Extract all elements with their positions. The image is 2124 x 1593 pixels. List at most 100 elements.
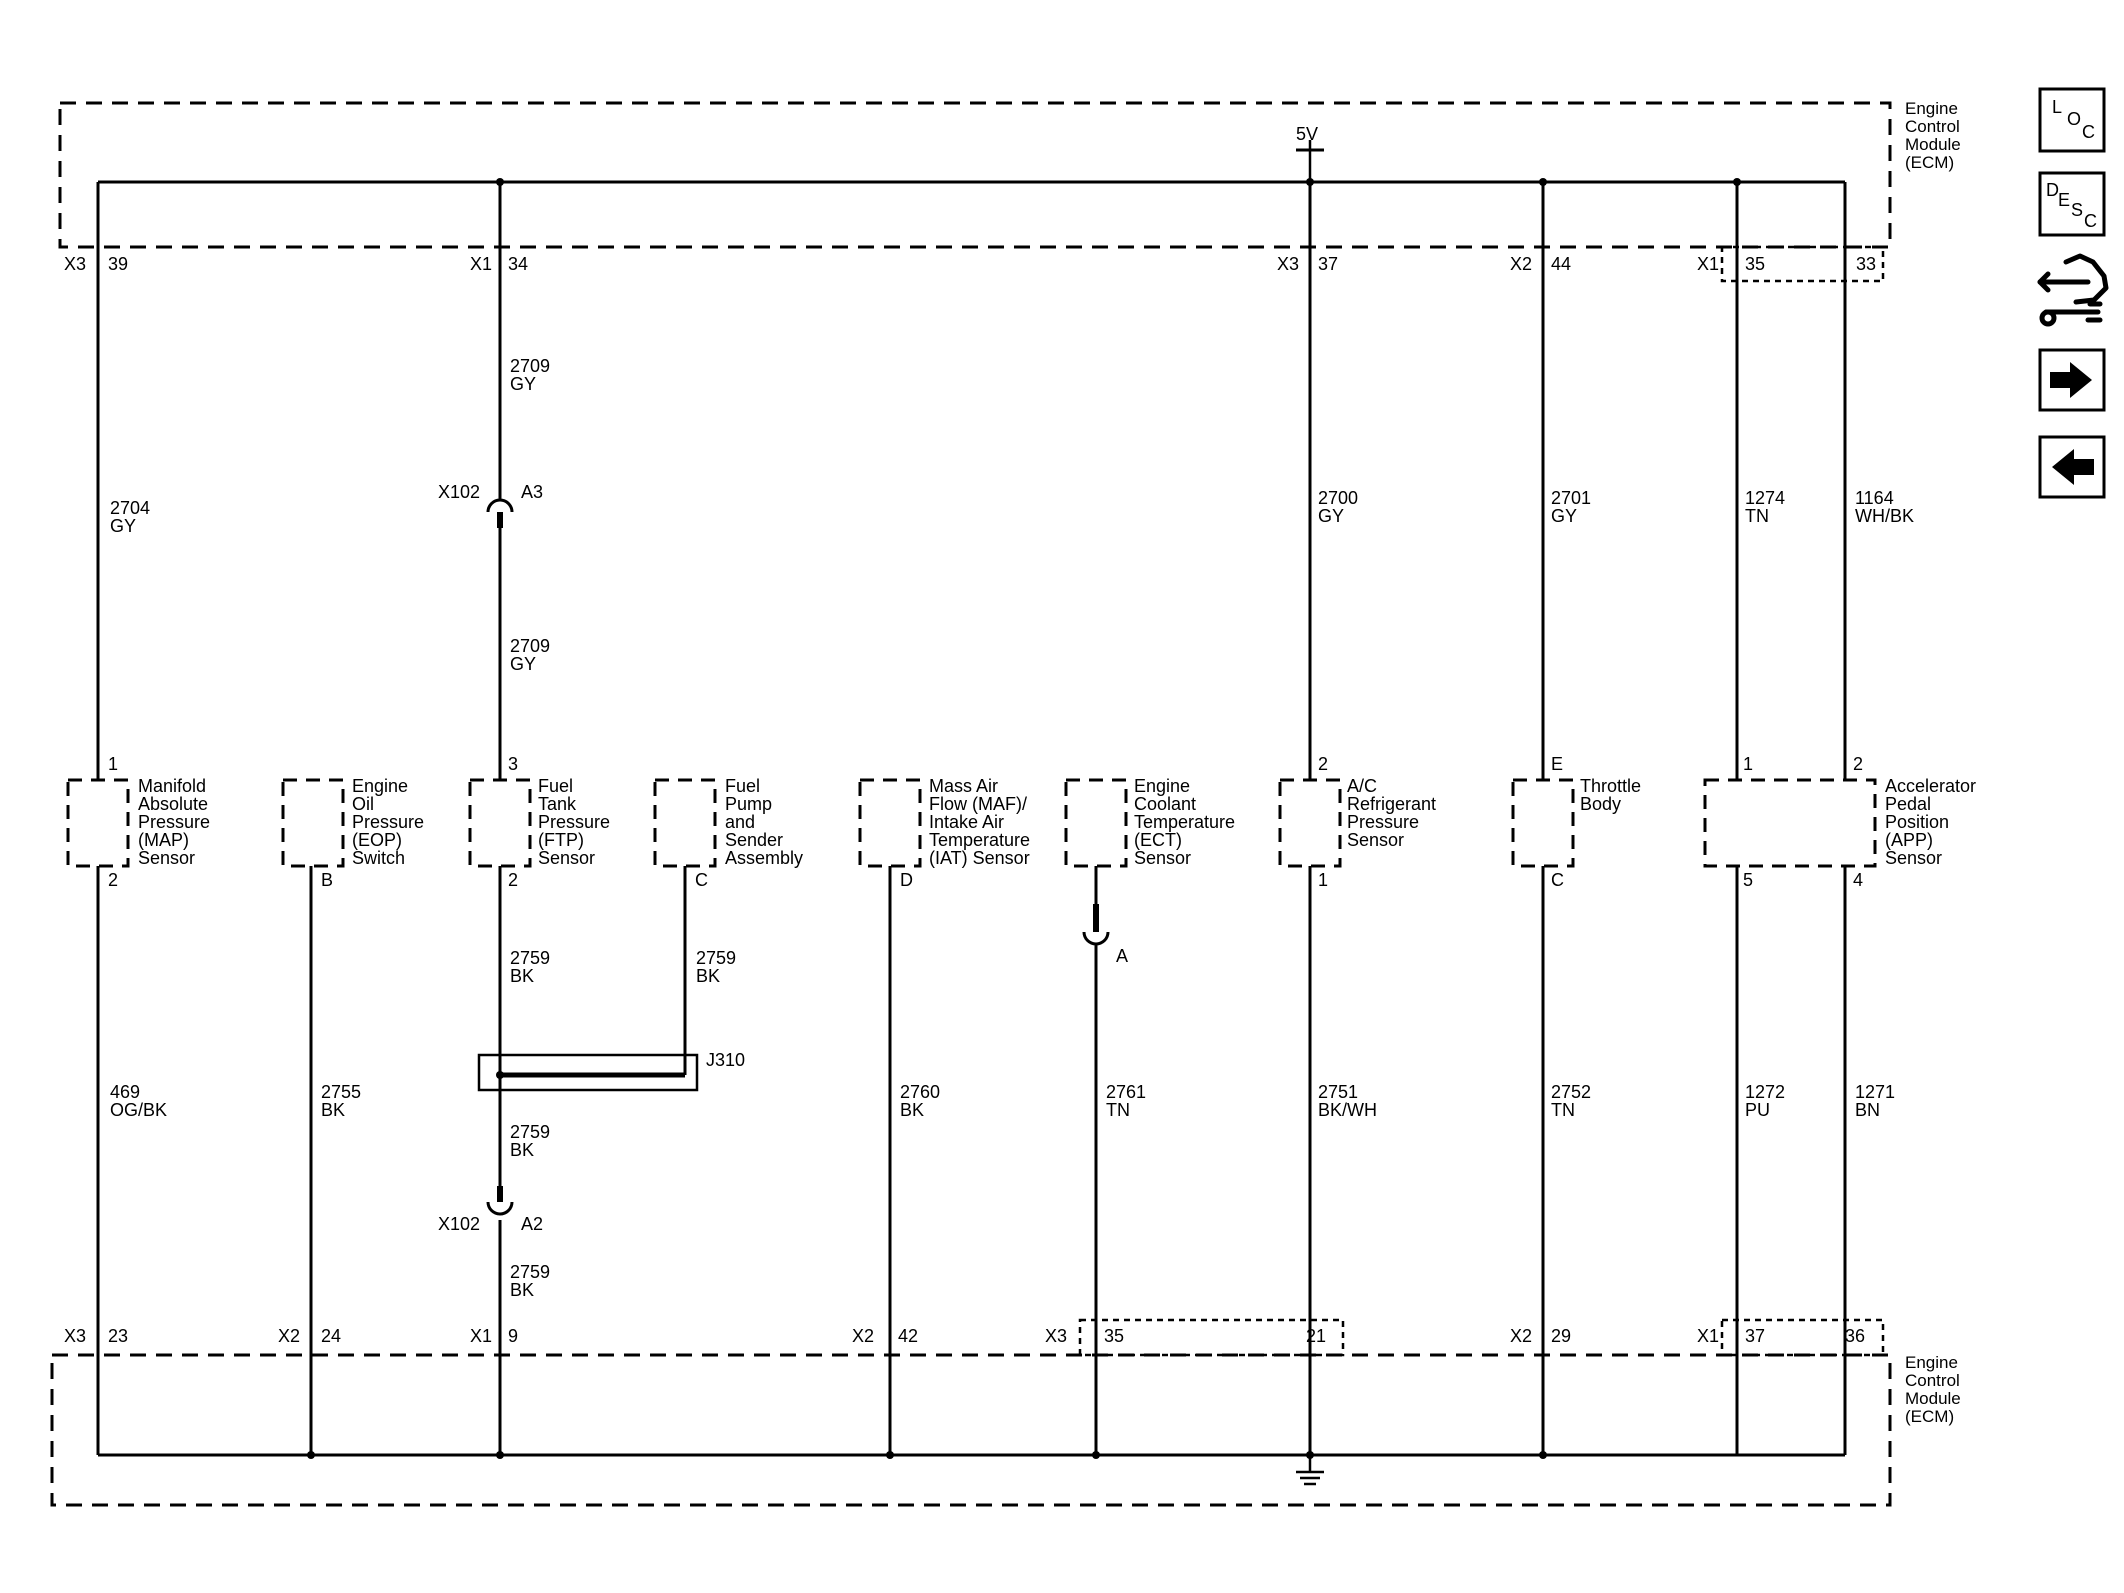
location-button-letter: L <box>2052 97 2062 117</box>
component-app-sensor: 1 2 5 4 Accelerator Pedal Position (APP)… <box>1703 754 1976 890</box>
component-name-line: Pedal <box>1885 794 1931 814</box>
top-pin-conn: X2 <box>1510 254 1532 274</box>
wire-color: BK/WH <box>1318 1100 1377 1120</box>
wire-color: BK <box>321 1100 345 1120</box>
pin-bottom: C <box>1551 870 1564 890</box>
description-button-letter: D <box>2046 180 2059 200</box>
component-name-line: Temperature <box>1134 812 1235 832</box>
ecm-top-name-line3: Module <box>1905 135 1961 154</box>
bottom-pin-number: 35 <box>1104 1326 1124 1346</box>
top-wire-labels: 2704 GY 2709 GY 2709 GY 2700 GY 2701 GY … <box>110 356 1914 674</box>
component-maf-iat-sensor: D Mass Air Flow (MAF)/ Intake Air Temper… <box>858 776 1030 890</box>
pin-top: 1 <box>108 754 118 774</box>
supply-5v: 5V <box>1296 124 1324 182</box>
top-pin-conn: X1 <box>470 254 492 274</box>
forward-button[interactable] <box>2038 348 2106 412</box>
wire-color: BK <box>510 1280 534 1300</box>
component-name-line: Pressure <box>138 812 210 832</box>
bottom-pin-number: 36 <box>1845 1326 1865 1346</box>
top-pin-number: 39 <box>108 254 128 274</box>
wire-circuit: 1274 <box>1745 488 1785 508</box>
component-name-line: Pressure <box>538 812 610 832</box>
wire-color: GY <box>1551 506 1577 526</box>
wire-circuit: 1164 <box>1855 488 1894 508</box>
component-name-line: Engine <box>352 776 408 796</box>
wire-color: BK <box>510 1140 534 1160</box>
inline-connector-x102-a3: X102 A3 <box>438 482 543 528</box>
connector-name: X102 <box>438 482 480 502</box>
wire-circuit: 2700 <box>1318 488 1358 508</box>
top-pin-conn: X3 <box>64 254 86 274</box>
description-button-letter: S <box>2071 200 2083 220</box>
bottom-pin-conn: X3 <box>1045 1326 1067 1346</box>
pin-bottom: B <box>321 870 333 890</box>
bottom-pin-number: 42 <box>898 1326 918 1346</box>
pin-top: 1 <box>1743 754 1753 774</box>
wire-color: TN <box>1106 1100 1130 1120</box>
location-button[interactable]: L O C <box>2038 87 2106 153</box>
wire-color: BK <box>696 966 720 986</box>
top-pin-conn: X3 <box>1277 254 1299 274</box>
component-name-line: Temperature <box>929 830 1030 850</box>
component-name-line: Accelerator <box>1885 776 1976 796</box>
location-button-letter: O <box>2067 109 2081 129</box>
location-button-letter: C <box>2082 122 2095 142</box>
wire-color: BK <box>510 966 534 986</box>
wire-color: TN <box>1551 1100 1575 1120</box>
component-name-line: Sensor <box>1134 848 1191 868</box>
bottom-pin-conn: X3 <box>64 1326 86 1346</box>
back-button[interactable] <box>2038 435 2106 499</box>
component-name-line: Pressure <box>1347 812 1419 832</box>
wire-circuit: 1271 <box>1855 1082 1895 1102</box>
wire-color: BN <box>1855 1100 1880 1120</box>
component-ac-pressure-sensor: 2 1 A/C Refrigerant Pressure Sensor <box>1278 754 1436 890</box>
pin-bottom: 5 <box>1743 870 1753 890</box>
component-eop-switch: B Engine Oil Pressure (EOP) Switch <box>281 776 424 890</box>
bottom-pin-number: 21 <box>1306 1326 1326 1346</box>
component-throttle-body: E C Throttle Body <box>1511 754 1641 890</box>
bottom-pin-number: 23 <box>108 1326 128 1346</box>
ecm-top-name-line4: (ECM) <box>1905 153 1954 172</box>
top-pin-number: 33 <box>1856 254 1876 274</box>
component-name-line: Coolant <box>1134 794 1196 814</box>
supply-5v-label: 5V <box>1296 124 1318 144</box>
component-name-line: Flow (MAF)/ <box>929 794 1027 814</box>
wire-color: PU <box>1745 1100 1770 1120</box>
component-name-line: A/C <box>1347 776 1377 796</box>
component-name-line: Absolute <box>138 794 208 814</box>
component-name-line: Assembly <box>725 848 803 868</box>
wire-circuit: 2709 <box>510 636 550 656</box>
bottom-pin-conn: X1 <box>470 1326 492 1346</box>
component-name-line: Throttle <box>1580 776 1641 796</box>
component-fuel-pump-sender: C Fuel Pump and Sender Assembly <box>653 776 803 890</box>
bottom-pin-number: 37 <box>1745 1326 1765 1346</box>
pin-top: 2 <box>1318 754 1328 774</box>
wire-circuit: 469 <box>110 1082 140 1102</box>
wire-circuit: 2759 <box>510 948 550 968</box>
ecm-top-name-line2: Control <box>1905 117 1960 136</box>
component-name-line: Engine <box>1134 776 1190 796</box>
wire-color: BK <box>900 1100 924 1120</box>
pin-bottom: C <box>695 870 708 890</box>
arrow-right-icon <box>2050 362 2092 398</box>
connector-name: X102 <box>438 1214 480 1234</box>
component-name-line: and <box>725 812 755 832</box>
component-name-line: Sensor <box>538 848 595 868</box>
component-name-line: Switch <box>352 848 405 868</box>
wire-color: GY <box>510 374 536 394</box>
wire-circuit: 2751 <box>1318 1082 1358 1102</box>
bottom-wire-labels: 469 OG/BK 2755 BK 2759 BK 2759 BK 2759 B… <box>110 948 1895 1300</box>
component-name-line: (ECT) <box>1134 830 1182 850</box>
component-name-line: (APP) <box>1885 830 1933 850</box>
component-name-line: Sender <box>725 830 783 850</box>
bottom-pin-number: 29 <box>1551 1326 1571 1346</box>
top-pin-labels: X3 39 X1 34 X3 37 X2 44 X1 35 33 <box>64 254 1876 274</box>
description-button-letter: E <box>2058 190 2070 210</box>
bottom-pin-number: 9 <box>508 1326 518 1346</box>
top-pin-number: 34 <box>508 254 528 274</box>
component-name-line: Pump <box>725 794 772 814</box>
connector-tool-button[interactable] <box>2037 253 2109 327</box>
description-button[interactable]: D E S C <box>2038 171 2106 237</box>
wire-circuit: 2755 <box>321 1082 361 1102</box>
component-name-line: (FTP) <box>538 830 584 850</box>
